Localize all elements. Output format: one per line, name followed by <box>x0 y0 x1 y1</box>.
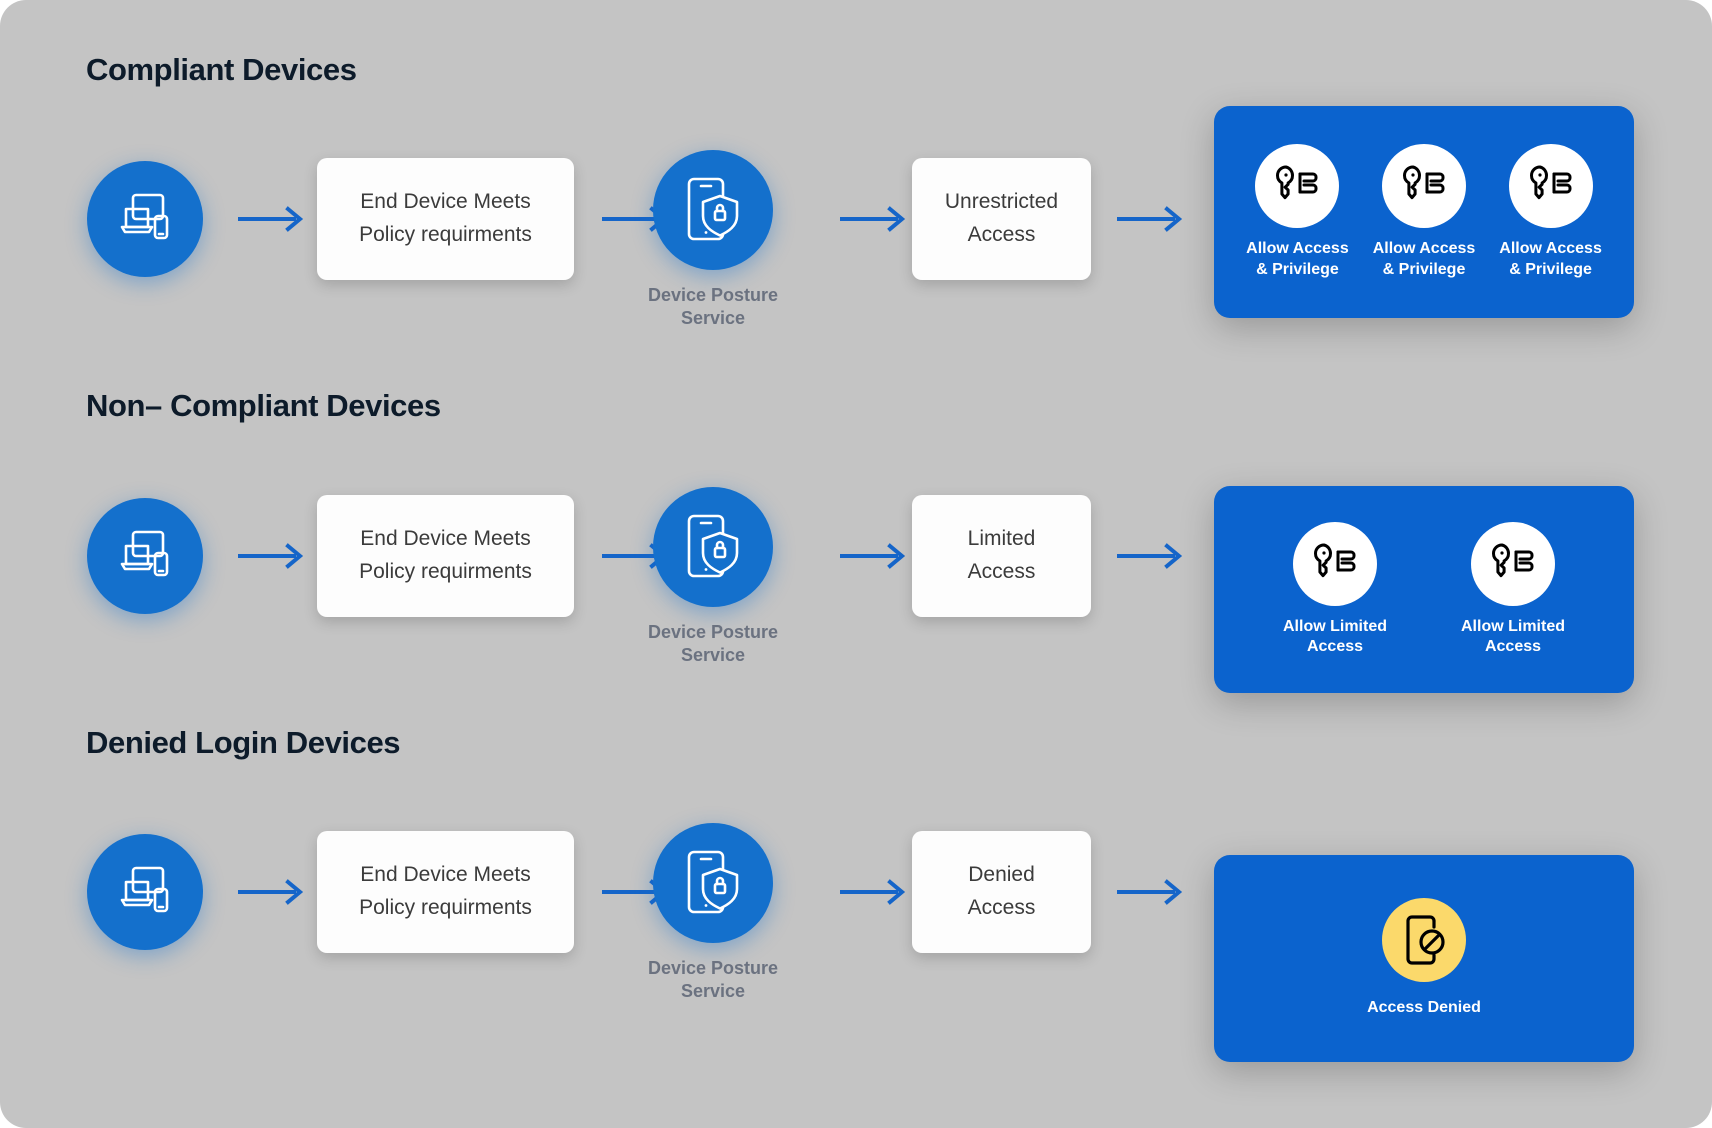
phone-shield-lock-icon <box>682 512 744 582</box>
result-label: Allow Limited Access <box>1283 617 1387 655</box>
device-posture-service: Device Posture Service <box>622 823 804 1004</box>
result-item: Allow Limited Access <box>1283 521 1387 658</box>
key-access-icon <box>1307 540 1363 588</box>
flow-arrow-4 <box>1117 543 1183 569</box>
phone-shield-lock-icon <box>682 848 744 918</box>
phone-shield-lock-icon <box>682 175 744 245</box>
key-access-icon <box>1269 162 1325 210</box>
result-label: Allow Limited Access <box>1461 617 1565 655</box>
devices-icon <box>113 863 177 921</box>
key-access-icon-disc <box>1255 144 1340 229</box>
section-heading-denied-login: Denied Login Devices <box>86 725 401 760</box>
key-access-icon-disc <box>1382 144 1466 229</box>
device-posture-service: Device Posture Service <box>622 150 804 331</box>
flow-arrow-1 <box>238 879 304 905</box>
key-access-icon <box>1396 162 1452 210</box>
phone-blocked-icon <box>1400 913 1448 967</box>
key-access-icon <box>1523 162 1579 210</box>
policy-box: End Device Meets Policy requirments <box>317 831 574 953</box>
posture-label: Device Posture Service <box>647 958 779 1002</box>
devices-icon <box>113 190 177 248</box>
device-circle <box>87 834 203 950</box>
flow-row-non-compliant: End Device Meets Policy requirments <box>0 467 1712 697</box>
phone-blocked-icon-disc <box>1382 898 1466 983</box>
access-box: Unrestricted Access <box>912 158 1091 280</box>
result-panel-compliant: Allow Access & Privilege Allow Access <box>1214 106 1634 318</box>
flow-arrow-3 <box>840 543 906 569</box>
key-access-icon-disc <box>1508 144 1593 229</box>
policy-box: End Device Meets Policy requirments <box>317 158 574 280</box>
flow-row-denied-login: End Device Meets Policy requirments <box>0 803 1712 1062</box>
result-label: Allow Access & Privilege <box>1246 240 1349 278</box>
section-heading-compliant: Compliant Devices <box>86 52 357 87</box>
result-item: Allow Limited Access <box>1461 521 1565 658</box>
result-item: Access Denied <box>1367 898 1481 1018</box>
flow-arrow-4 <box>1117 206 1183 232</box>
posture-label: Device Posture Service <box>647 285 779 329</box>
key-access-icon <box>1485 540 1541 588</box>
key-access-icon-disc <box>1293 521 1377 606</box>
posture-circle <box>653 150 773 270</box>
result-item: Allow Access & Privilege <box>1499 144 1602 280</box>
key-access-icon-disc <box>1471 521 1555 606</box>
flow-arrow-3 <box>840 879 906 905</box>
result-label: Allow Access & Privilege <box>1372 240 1476 278</box>
policy-box: End Device Meets Policy requirments <box>317 495 574 617</box>
result-panel-denied: Access Denied <box>1214 855 1634 1062</box>
result-item: Allow Access & Privilege <box>1372 144 1476 280</box>
device-circle <box>87 161 203 277</box>
flow-arrow-1 <box>238 543 304 569</box>
device-circle <box>87 498 203 614</box>
flow-arrow-3 <box>840 206 906 232</box>
flow-arrow-4 <box>1117 879 1183 905</box>
result-panel-non-compliant: Allow Limited Access Allow Limited Ac <box>1214 486 1634 693</box>
devices-icon <box>113 527 177 585</box>
device-posture-service: Device Posture Service <box>622 487 804 668</box>
access-box: Limited Access <box>912 495 1091 617</box>
section-heading-non-compliant: Non– Compliant Devices <box>86 388 441 423</box>
posture-label: Device Posture Service <box>647 622 779 666</box>
result-label: Access Denied <box>1367 999 1481 1017</box>
access-box: Denied Access <box>912 831 1091 953</box>
flow-arrow-1 <box>238 206 304 232</box>
result-item: Allow Access & Privilege <box>1246 144 1349 280</box>
posture-circle <box>653 487 773 607</box>
posture-circle <box>653 823 773 943</box>
result-label: Allow Access & Privilege <box>1499 240 1602 278</box>
flow-row-compliant: End Device Meets Policy requirments <box>0 106 1712 360</box>
